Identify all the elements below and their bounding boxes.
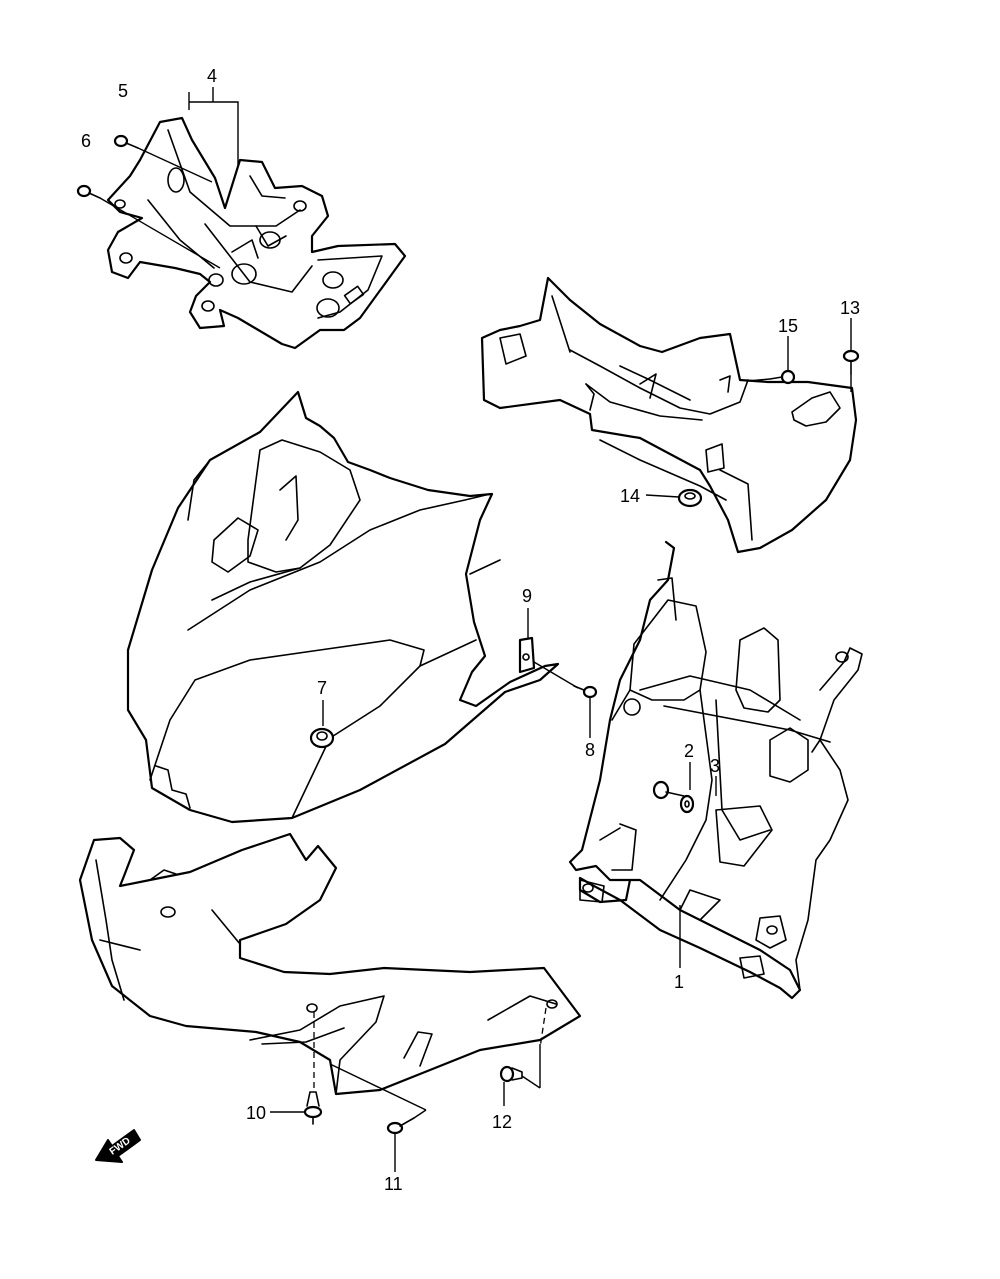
part-9-nut-clip <box>518 608 579 689</box>
part-2-bolt <box>652 762 691 800</box>
part-3-washer <box>679 776 717 814</box>
part-4-inner-bracket <box>106 116 407 350</box>
part-6-screw <box>76 184 221 269</box>
callout-12: 12 <box>492 1112 512 1132</box>
inner-panel-duct <box>480 276 858 554</box>
callout-11: 11 <box>384 1174 403 1194</box>
part-12-fastener <box>499 1044 541 1106</box>
part-15-clip <box>747 336 796 385</box>
callout-7: 7 <box>317 678 327 698</box>
callout-8: 8 <box>585 740 595 760</box>
callout-9: 9 <box>522 586 532 606</box>
callout-2: 2 <box>684 741 694 761</box>
callout-6: 6 <box>81 131 91 151</box>
callout-13: 13 <box>840 298 860 318</box>
callout-4: 4 <box>207 66 217 86</box>
callout-1: 1 <box>674 972 684 992</box>
callout-14: 14 <box>620 486 640 506</box>
part-1-cowling-stay <box>568 540 863 1000</box>
lower-cowling <box>78 832 582 1096</box>
fwd-direction-arrow: FWD <box>95 1129 141 1163</box>
part-11-screw <box>329 1063 427 1172</box>
callout-15: 15 <box>778 316 798 336</box>
callout-5: 5 <box>118 81 128 101</box>
callout-3: 3 <box>710 756 720 776</box>
part-13-screw <box>842 318 860 392</box>
part-14-nut <box>645 488 703 508</box>
callout-4-bracket <box>188 87 239 166</box>
part-10-fastener <box>270 1091 323 1125</box>
upper-cowling <box>126 390 560 824</box>
part-5-screw <box>113 134 213 183</box>
forward-arrow-icon <box>95 1129 141 1163</box>
part-8-screw <box>573 685 598 738</box>
callout-10: 10 <box>246 1103 266 1123</box>
part-7-grommet <box>309 700 335 749</box>
